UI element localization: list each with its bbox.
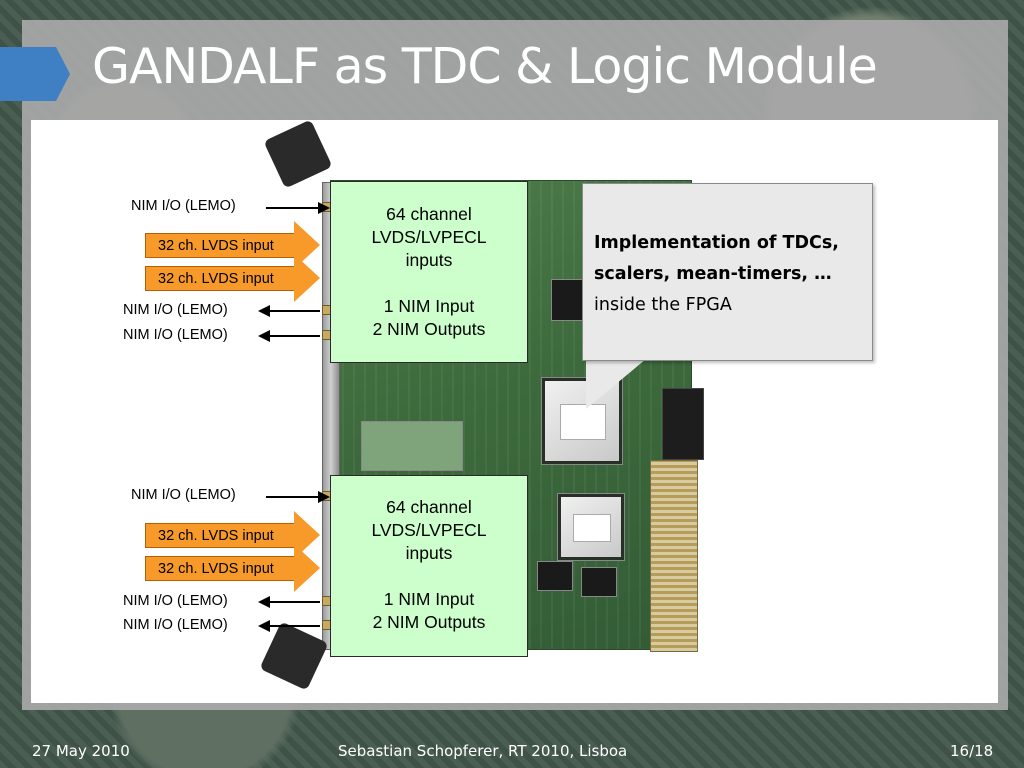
arrow-head-left — [258, 620, 270, 632]
fpga-chip-lower — [557, 493, 625, 561]
footer-author: Sebastian Schopferer, RT 2010, Lisboa — [338, 742, 628, 760]
nim-io-label: NIM I/O (LEMO) — [123, 593, 228, 609]
nim-io-label: NIM I/O (LEMO) — [123, 302, 228, 318]
rear-connector-lower — [650, 460, 698, 652]
arrow-line — [270, 601, 320, 603]
nim-io-label: NIM I/O (LEMO) — [123, 327, 228, 343]
arrow-head-left — [258, 596, 270, 608]
arrow-line — [270, 625, 320, 627]
title-accent-tab — [0, 47, 70, 101]
lvds-input-label: 32 ch. LVDS input — [145, 266, 295, 291]
black-chip-3 — [551, 279, 583, 321]
box-line: LVDS/LVPECL — [371, 227, 487, 247]
arrow-head-left — [258, 330, 270, 342]
footer-date: 27 May 2010 — [32, 742, 130, 760]
arrow-line — [270, 310, 320, 312]
upper-io-box: 64 channel LVDS/LVPECL inputs 1 NIM Inpu… — [330, 181, 528, 363]
box-line: 2 NIM Outputs — [372, 612, 486, 632]
black-chip-1 — [537, 561, 573, 591]
box-line: inputs — [405, 250, 453, 270]
arrow-head-right — [318, 202, 330, 214]
lvds-input-label: 32 ch. LVDS input — [145, 233, 295, 258]
nim-io-label: NIM I/O (LEMO) — [131, 487, 236, 503]
lvds-arrow-head — [294, 254, 320, 302]
rear-connector-upper — [662, 388, 704, 460]
callout-line: inside the FPGA — [594, 295, 732, 315]
arrow-line — [266, 496, 318, 498]
box-line: 64 channel — [386, 204, 472, 224]
slide-title: GANDALF as TDC & Logic Module — [92, 38, 878, 95]
dsp-chip — [361, 421, 463, 471]
box-line: 1 NIM Input — [383, 589, 475, 609]
nim-io-label: NIM I/O (LEMO) — [131, 198, 236, 214]
black-chip-2 — [581, 567, 617, 597]
lvds-arrow-head — [294, 544, 320, 592]
arrow-head-left — [258, 305, 270, 317]
arrow-line — [270, 335, 320, 337]
box-line: 2 NIM Outputs — [372, 319, 486, 339]
fpga-callout: Implementation of TDCs, scalers, mean-ti… — [582, 183, 873, 361]
box-line: inputs — [405, 543, 453, 563]
callout-line: scalers, mean-timers, … — [594, 264, 832, 284]
callout-line: Implementation of TDCs, — [594, 233, 839, 253]
lvds-input-label: 32 ch. LVDS input — [145, 523, 295, 548]
lvds-input-label: 32 ch. LVDS input — [145, 556, 295, 581]
lower-io-box: 64 channel LVDS/LVPECL inputs 1 NIM Inpu… — [330, 475, 528, 657]
box-line: LVDS/LVPECL — [371, 520, 487, 540]
arrow-line — [266, 207, 318, 209]
arrow-head-right — [318, 491, 330, 503]
box-line: 1 NIM Input — [383, 296, 475, 316]
nim-io-label: NIM I/O (LEMO) — [123, 617, 228, 633]
footer-page-number: 16/18 — [950, 742, 994, 760]
box-line: 64 channel — [386, 497, 472, 517]
callout-pointer — [586, 359, 646, 409]
